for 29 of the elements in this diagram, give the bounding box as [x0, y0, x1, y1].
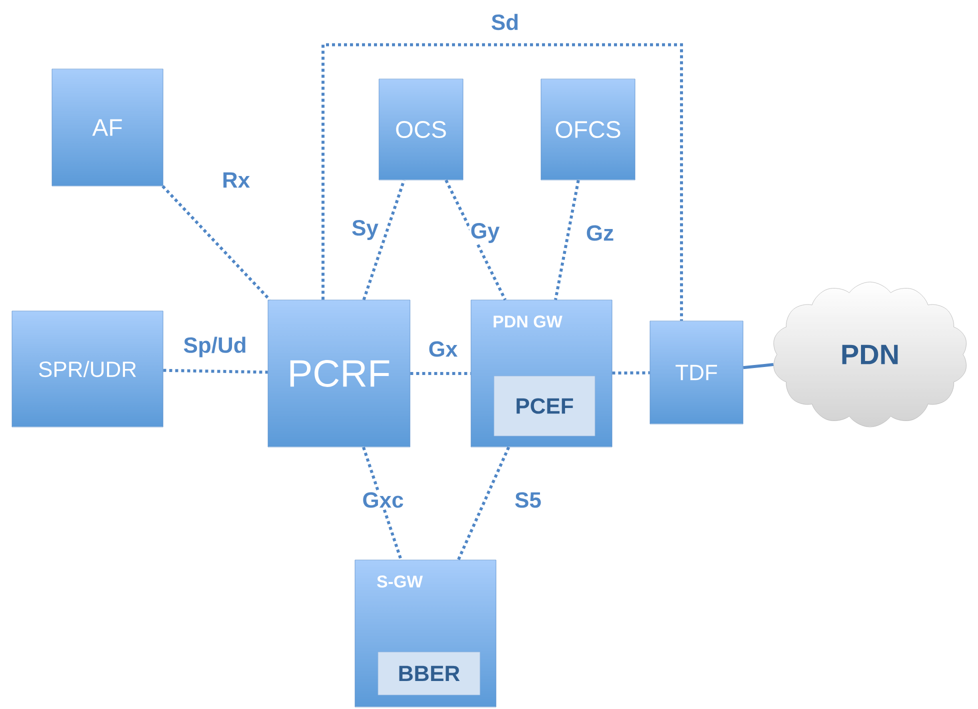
edge-label: Rx: [220, 171, 252, 189]
edge-label: Sp/Ud: [182, 336, 248, 358]
network-box: AF: [52, 68, 164, 186]
connector: [743, 363, 774, 370]
connector: [162, 185, 271, 301]
connector: [163, 368, 268, 374]
network-box: OFCS: [540, 78, 636, 180]
network-cloud: PDN: [774, 282, 966, 428]
edge-label: Gz: [584, 224, 616, 242]
edge-label: S5: [514, 491, 542, 509]
network-box: PCRF: [268, 300, 410, 448]
connector: [612, 371, 650, 375]
connector: [322, 43, 683, 321]
connector: [444, 180, 507, 300]
connector: [410, 372, 471, 375]
connector: [457, 446, 510, 560]
network-box: OCS: [378, 78, 464, 180]
network-box: SPR/UDR: [12, 310, 164, 428]
function-box: BBER: [378, 652, 480, 696]
edge-label: Gy: [469, 222, 501, 244]
connector: [362, 446, 402, 560]
edge-label: Gx: [427, 340, 459, 358]
network-box: TDF: [650, 320, 744, 424]
connector: [362, 180, 406, 300]
function-box: PCEF: [494, 376, 596, 436]
edge-label: Gxc: [361, 491, 405, 509]
edge-label: Sd: [490, 12, 520, 32]
connector: [554, 180, 580, 300]
edge-label: Sy: [350, 219, 380, 241]
